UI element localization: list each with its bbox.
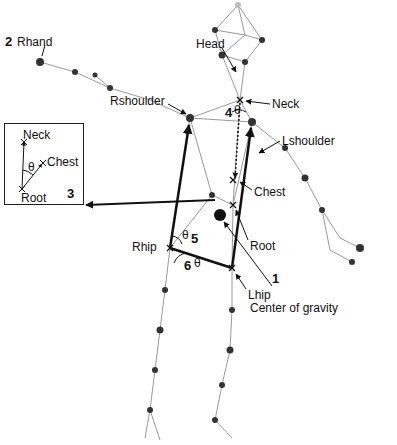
part-label: Root: [250, 240, 275, 252]
angle-symbol: θ: [234, 104, 241, 116]
part-label: Neck: [23, 129, 50, 141]
part-label: Chest: [254, 186, 285, 198]
part-label: Lshoulder: [282, 135, 335, 147]
part-label: Rhip: [132, 241, 157, 253]
angle-symbol: θ: [182, 229, 189, 241]
callout-number: 1: [272, 272, 279, 285]
callout-number: 6: [184, 259, 191, 272]
callout-number: 2: [5, 35, 12, 48]
angle-symbol: θ: [194, 257, 201, 269]
part-label: Lhip: [248, 289, 271, 301]
callout-number: 3: [67, 187, 74, 200]
callout-number: 5: [191, 232, 198, 245]
part-label: Center of gravity: [250, 302, 338, 314]
part-label: Rhand: [17, 36, 52, 48]
callout-number: 4: [225, 106, 232, 119]
inset-box: NeckChestθRoot 3: [4, 123, 84, 205]
part-label: Rshoulder: [110, 95, 165, 107]
part-label: Neck: [272, 98, 299, 110]
part-label: Chest: [47, 156, 78, 168]
part-label: Root: [21, 192, 46, 204]
angle-symbol: θ: [28, 161, 35, 173]
part-label: Head: [196, 38, 225, 50]
